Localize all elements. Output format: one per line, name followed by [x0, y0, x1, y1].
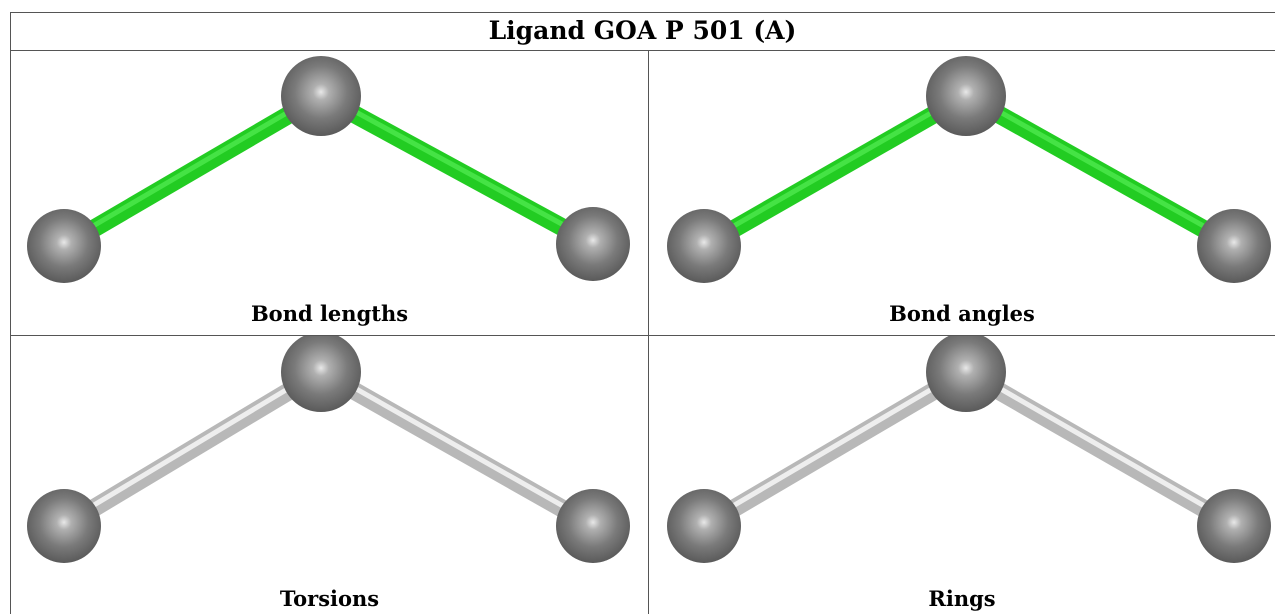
panel-caption: Torsions [279, 586, 380, 611]
title-divider [10, 50, 1275, 51]
panel-torsions: Torsions [11, 336, 648, 614]
bond-left [55, 87, 330, 255]
panel-rings: Rings [649, 336, 1275, 614]
bond-right [312, 87, 602, 253]
bond-left-highlight [701, 90, 969, 246]
atom-center [281, 56, 361, 136]
bond-right-highlight [318, 366, 596, 526]
frame-top-border [10, 12, 1275, 13]
page-title: Ligand GOA P 501 (A) [488, 16, 797, 45]
bond-left-highlight [701, 366, 969, 526]
molecule-diagram [27, 56, 630, 283]
atom-right [556, 207, 630, 281]
molecule-diagram [27, 336, 630, 563]
bond-right-highlight [963, 366, 1237, 526]
atom-center [926, 336, 1006, 412]
bond-left [55, 363, 330, 535]
atom-center [926, 56, 1006, 136]
bond-right [312, 363, 602, 535]
molecule-diagram [667, 336, 1271, 563]
panel-caption: Rings [928, 586, 996, 611]
column-divider [648, 50, 649, 614]
panel-caption: Bond lengths [250, 301, 409, 326]
panel-bond-lengths: Bond lengths [11, 51, 648, 335]
panel-bond-angles: Bond angles [649, 51, 1275, 335]
bond-left [695, 87, 975, 255]
panel-caption: Bond angles [889, 301, 1035, 326]
atom-left [27, 489, 101, 563]
bond-left-highlight [61, 90, 324, 246]
bond-right-highlight [963, 90, 1237, 246]
atom-right [556, 489, 630, 563]
bond-left-highlight [61, 366, 324, 526]
bond-left [695, 363, 975, 535]
atom-right [1197, 209, 1271, 283]
molecule-diagram [667, 56, 1271, 283]
row-divider [10, 335, 1275, 336]
bond-right [957, 363, 1243, 535]
atom-left [27, 209, 101, 283]
bond-right-highlight [318, 90, 596, 244]
atom-left [667, 209, 741, 283]
bond-right [957, 87, 1243, 255]
atom-left [667, 489, 741, 563]
atom-right [1197, 489, 1271, 563]
atom-center [281, 336, 361, 412]
frame-left-border [10, 12, 11, 614]
